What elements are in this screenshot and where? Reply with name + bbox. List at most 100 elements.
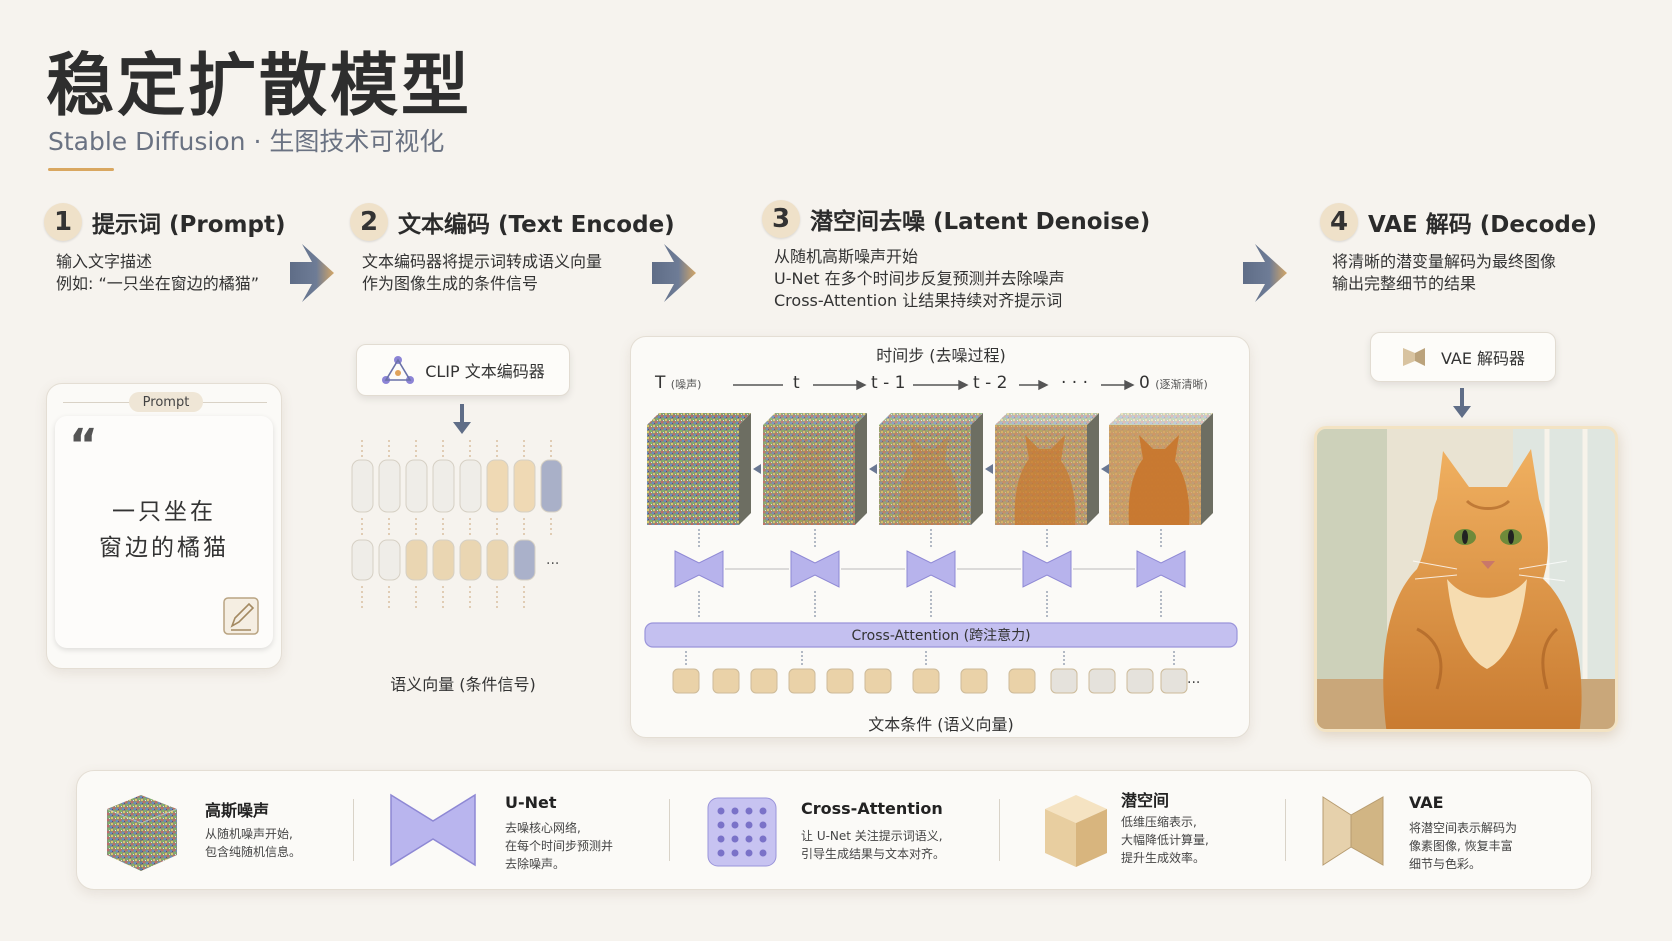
vae-funnel-icon [1402,348,1425,366]
vector-token [378,539,401,581]
vector-token [540,459,563,513]
step-3-number: 3 [762,200,800,238]
vae-decoder-button[interactable]: VAE 解码器 [1370,332,1556,382]
condition-token [672,668,700,694]
legend-noise-title: 高斯噪声 [205,801,270,820]
edit-icon[interactable] [223,596,261,636]
vector-token [459,459,482,513]
timestep-0: 0 (逐渐清晰) [1139,373,1208,393]
timestep-t: t [793,373,800,393]
vector-token [432,459,455,513]
legend-unet-title: U-Net [505,793,557,812]
step-3: 3 潜空间去噪 (Latent Denoise) 从随机高斯噪声开始 U-Net… [762,200,1150,312]
step-4-desc-1: 将清晰的潜变量解码为最终图像 [1332,252,1557,271]
network-icon [382,356,415,384]
vector-token [513,539,536,581]
latent-cube-1 [763,413,877,547]
vector-token [405,539,428,581]
condition-token [1160,668,1188,694]
unet-bowtie-icon [674,550,724,588]
legend-cross-attention-desc-2: 引导生成结果与文本对齐。 [801,847,946,861]
condition-token [912,668,940,694]
legend-cross-attention-desc-1: 让 U-Net 关注提示词语义, [801,829,943,843]
step-4-title: VAE 解码 (Decode) [1368,212,1597,238]
step-1-desc-1: 输入文字描述 [56,252,153,271]
vector-token [351,459,374,513]
unet-bowtie-icon [790,550,840,588]
unet-bowtie-icon [390,793,476,867]
timestep-ellipsis: · · · [1061,373,1089,393]
semantic-vector-caption: 语义向量 (条件信号) [390,675,536,694]
legend-noise-desc-1: 从随机噪声开始, [205,827,293,841]
step-4: 4 VAE 解码 (Decode) 将清晰的潜变量解码为最终图像 输出完整细节的… [1320,203,1597,295]
timestep-header: 时间步 (去噪过程) [876,346,1006,365]
output-cat-image[interactable] [1314,426,1618,732]
step-2-desc-2: 作为图像生成的条件信号 [362,274,539,293]
unet-bowtie-icon [1136,550,1186,588]
legend-unet-desc-3: 去除噪声。 [505,857,566,871]
step-3-title: 潜空间去噪 (Latent Denoise) [810,209,1151,235]
step-1-desc-2: 例如: “一只坐在窗边的橘猫” [56,274,260,293]
semantic-vector-tokens: ··· [351,440,563,608]
legend-cross-attention-title: Cross-Attention [801,799,943,818]
timestep-t-2: t - 2 [973,373,1008,393]
legend-unet-desc-1: 去噪核心网络, [505,821,581,835]
latent-cube-0 [647,413,761,547]
vector-token [486,539,509,581]
step-2-desc-1: 文本编码器将提示词转成语义向量 [362,252,603,271]
chevron-right-icon [290,244,334,302]
condition-token [826,668,854,694]
condition-token [788,668,816,694]
timestep-arrows [733,379,1135,391]
vae-decoder-label: VAE 解码器 [1440,349,1526,368]
vector-token [486,459,509,513]
prompt-text-line-1: 一只坐在 [112,499,216,525]
vector-token [513,459,536,513]
prompt-sheet[interactable]: “ 一只坐在 窗边的橘猫 [55,416,273,648]
arrow-down-icon [453,404,471,434]
vector-token [405,459,428,513]
condition-token [1008,668,1036,694]
step-2-number: 2 [350,203,388,241]
cat-illustration [1317,429,1615,729]
quote-icon: “ [69,420,98,471]
timestep-t-1: t - 1 [871,373,906,393]
step-1-number: 1 [44,203,82,241]
vector-token [378,459,401,513]
timestep-T: T (噪声) [655,373,702,393]
condition-token [1088,668,1116,694]
legend-vae-title: VAE [1409,793,1444,812]
page-subtitle: Stable Diffusion · 生图技术可视化 [48,127,445,156]
latent-cube-icon [1045,795,1107,867]
denoise-diagram [644,413,1238,694]
unet-bowtie-icon [1022,550,1072,588]
arrow-down-icon [1453,388,1471,418]
prompt-tab: Prompt [129,392,203,412]
latent-cube-3 [995,413,1109,547]
dot-grid-icon [707,797,777,867]
condition-token [750,668,778,694]
condition-token [1050,668,1078,694]
legend-noise-desc-2: 包含纯随机信息。 [205,845,302,859]
legend-vae-desc-3: 细节与色彩。 [1409,857,1482,871]
legend-latent-title: 潜空间 [1121,791,1170,810]
vector-token [459,539,482,581]
condition-token [864,668,892,694]
condition-token [960,668,988,694]
latent-cube-4 [1109,413,1213,547]
legend-unet-desc-2: 在每个时间步预测并 [505,839,614,853]
condition-token [712,668,740,694]
legend-vae-desc-2: 像素图像, 恢复丰富 [1409,839,1513,853]
noise-cube-icon [106,795,178,871]
cross-attention-bar: Cross-Attention (跨注意力) [851,628,1031,644]
step-4-number: 4 [1320,203,1358,241]
step-3-desc-3: Cross-Attention 让结果持续对齐提示词 [774,291,1063,310]
step-3-desc-2: U-Net 在多个时间步反复预测并去除噪声 [774,269,1065,288]
step-1: 1 提示词 (Prompt) 输入文字描述 例如: “一只坐在窗边的橘猫” [44,203,285,295]
vector-token [432,539,455,581]
title-underline [48,168,114,171]
clip-encoder-button[interactable]: CLIP 文本编码器 [356,344,570,396]
legend-latent-desc-3: 提升生成效率。 [1121,851,1206,865]
step-1-title: 提示词 (Prompt) [92,212,286,238]
step-2: 2 文本编码 (Text Encode) 文本编码器将提示词转成语义向量 作为图… [350,203,675,295]
